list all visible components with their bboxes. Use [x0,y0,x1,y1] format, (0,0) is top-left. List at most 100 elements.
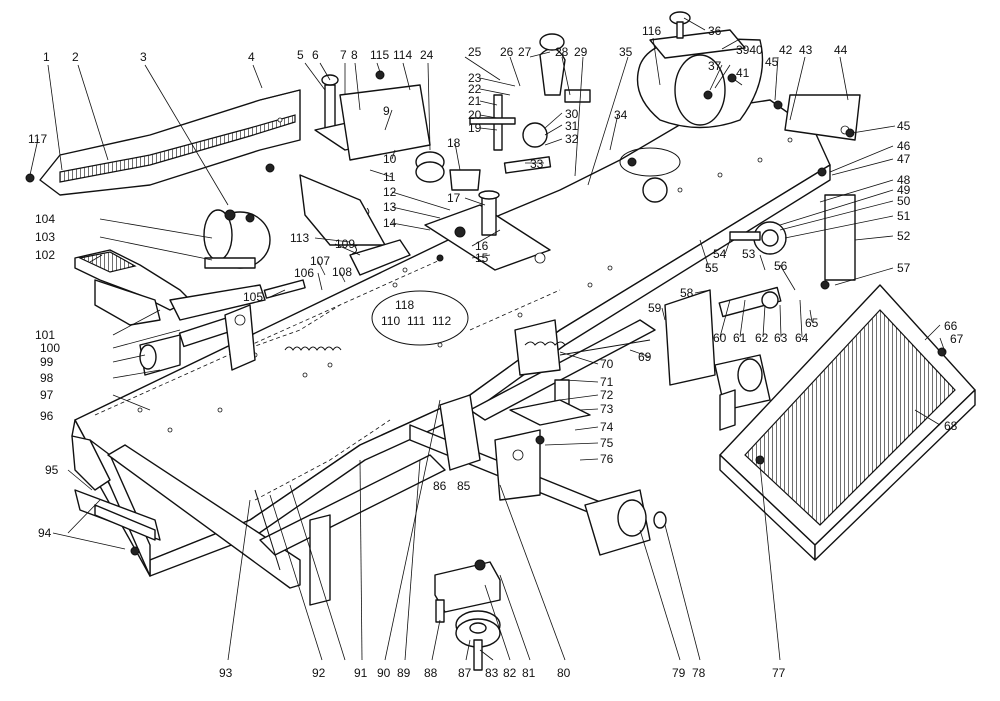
brake-pedal [74,249,266,326]
label-12: 12 [383,185,397,199]
label-51: 51 [897,209,911,223]
label-65: 65 [805,316,819,330]
label-21: 21 [468,94,482,108]
fuel-tank-shield [636,11,764,129]
label-52: 52 [897,229,911,243]
label-91: 92 [312,666,326,680]
label-86: 87 [458,666,472,680]
label-73: 73 [600,402,614,416]
label-78: 78 [692,666,706,680]
label-46: 46 [897,139,911,153]
label-37: 37 [708,59,722,73]
label-96: 97 [40,388,54,402]
label-20: 20 [468,108,482,122]
label-107: 108 [332,265,352,279]
label-17: 17 [447,191,461,205]
label-15: 15 [475,251,489,265]
label-87: 88 [424,666,438,680]
label-11: 11 [383,170,396,184]
label-101: 102 [35,248,55,262]
shift-levers [469,33,668,203]
label-47: 47 [897,152,911,166]
label-105: 106 [294,266,314,280]
label-99: 100 [40,341,60,355]
label-110: 111 [407,314,426,328]
label-6: 6 [312,48,319,62]
part-number-labels: 1 2 3 4 5 6 7 8 9 10 11 12 13 14 15 16 1… [28,24,964,680]
label-45b: 45 [897,119,911,133]
label-117: 118 [395,298,414,312]
label-103: 104 [35,212,55,226]
bottom-pulley [434,559,501,671]
lever-plate [299,174,411,276]
label-81: 81 [522,666,536,680]
label-84: 85 [457,479,471,493]
label-9: 9 [383,104,390,118]
label-111: 112 [432,314,451,328]
label-60: 60 [713,331,727,345]
label-58: 58 [680,286,694,300]
left-fender-panel [39,89,301,196]
solenoid [203,209,271,269]
label-18: 18 [447,136,461,150]
label-79: 79 [672,666,686,680]
label-74: 74 [600,420,614,434]
label-44: 44 [834,43,848,57]
label-108: 109 [335,237,355,251]
label-57: 57 [897,261,911,275]
label-25: 25 [468,45,482,59]
label-45a: 45 [765,55,779,69]
label-70: 70 [600,357,614,371]
label-83: 83 [485,666,499,680]
label-34: 34 [614,108,628,122]
label-92: 93 [219,666,233,680]
label-77: 77 [772,666,786,680]
label-88: 89 [397,666,411,680]
label-80: 80 [557,666,571,680]
leader-lines [29,17,946,661]
label-13: 13 [383,200,397,214]
label-14: 14 [383,216,397,230]
label-23: 23 [468,71,482,85]
label-3940: 3940 [736,43,763,57]
label-53: 53 [742,247,756,261]
label-2: 2 [72,50,79,64]
label-85: 86 [433,479,447,493]
label-113: 114 [393,48,412,62]
label-115: 116 [642,24,661,38]
label-71: 71 [600,375,614,389]
label-94: 95 [45,463,59,477]
label-106: 107 [310,254,330,268]
label-32: 32 [565,132,579,146]
label-5: 5 [297,48,304,62]
label-114: 115 [370,48,389,62]
label-33: 33 [530,157,544,171]
label-16: 16 [475,239,489,253]
label-1: 1 [43,50,50,64]
label-4: 4 [248,50,255,64]
label-42: 42 [779,43,793,57]
label-89: 90 [377,666,391,680]
label-109: 110 [381,314,400,328]
brake-rod-assembly [509,286,782,426]
label-67: 67 [950,332,964,346]
label-19: 19 [468,121,482,135]
label-3: 3 [140,50,147,64]
label-100: 101 [35,328,55,342]
label-69: 69 [638,350,652,364]
label-63: 63 [774,331,788,345]
label-48: 48 [897,173,911,187]
label-61: 61 [733,331,747,345]
rear-axle [409,394,667,556]
label-50: 50 [897,194,911,208]
label-56: 56 [774,259,788,273]
label-41: 41 [736,66,750,80]
label-54: 54 [713,247,727,261]
label-29: 29 [574,45,588,59]
label-59: 59 [648,301,662,315]
label-27: 27 [518,45,532,59]
label-35: 35 [619,45,633,59]
label-7: 7 [340,48,347,62]
label-64: 64 [795,331,809,345]
label-55: 55 [705,261,719,275]
